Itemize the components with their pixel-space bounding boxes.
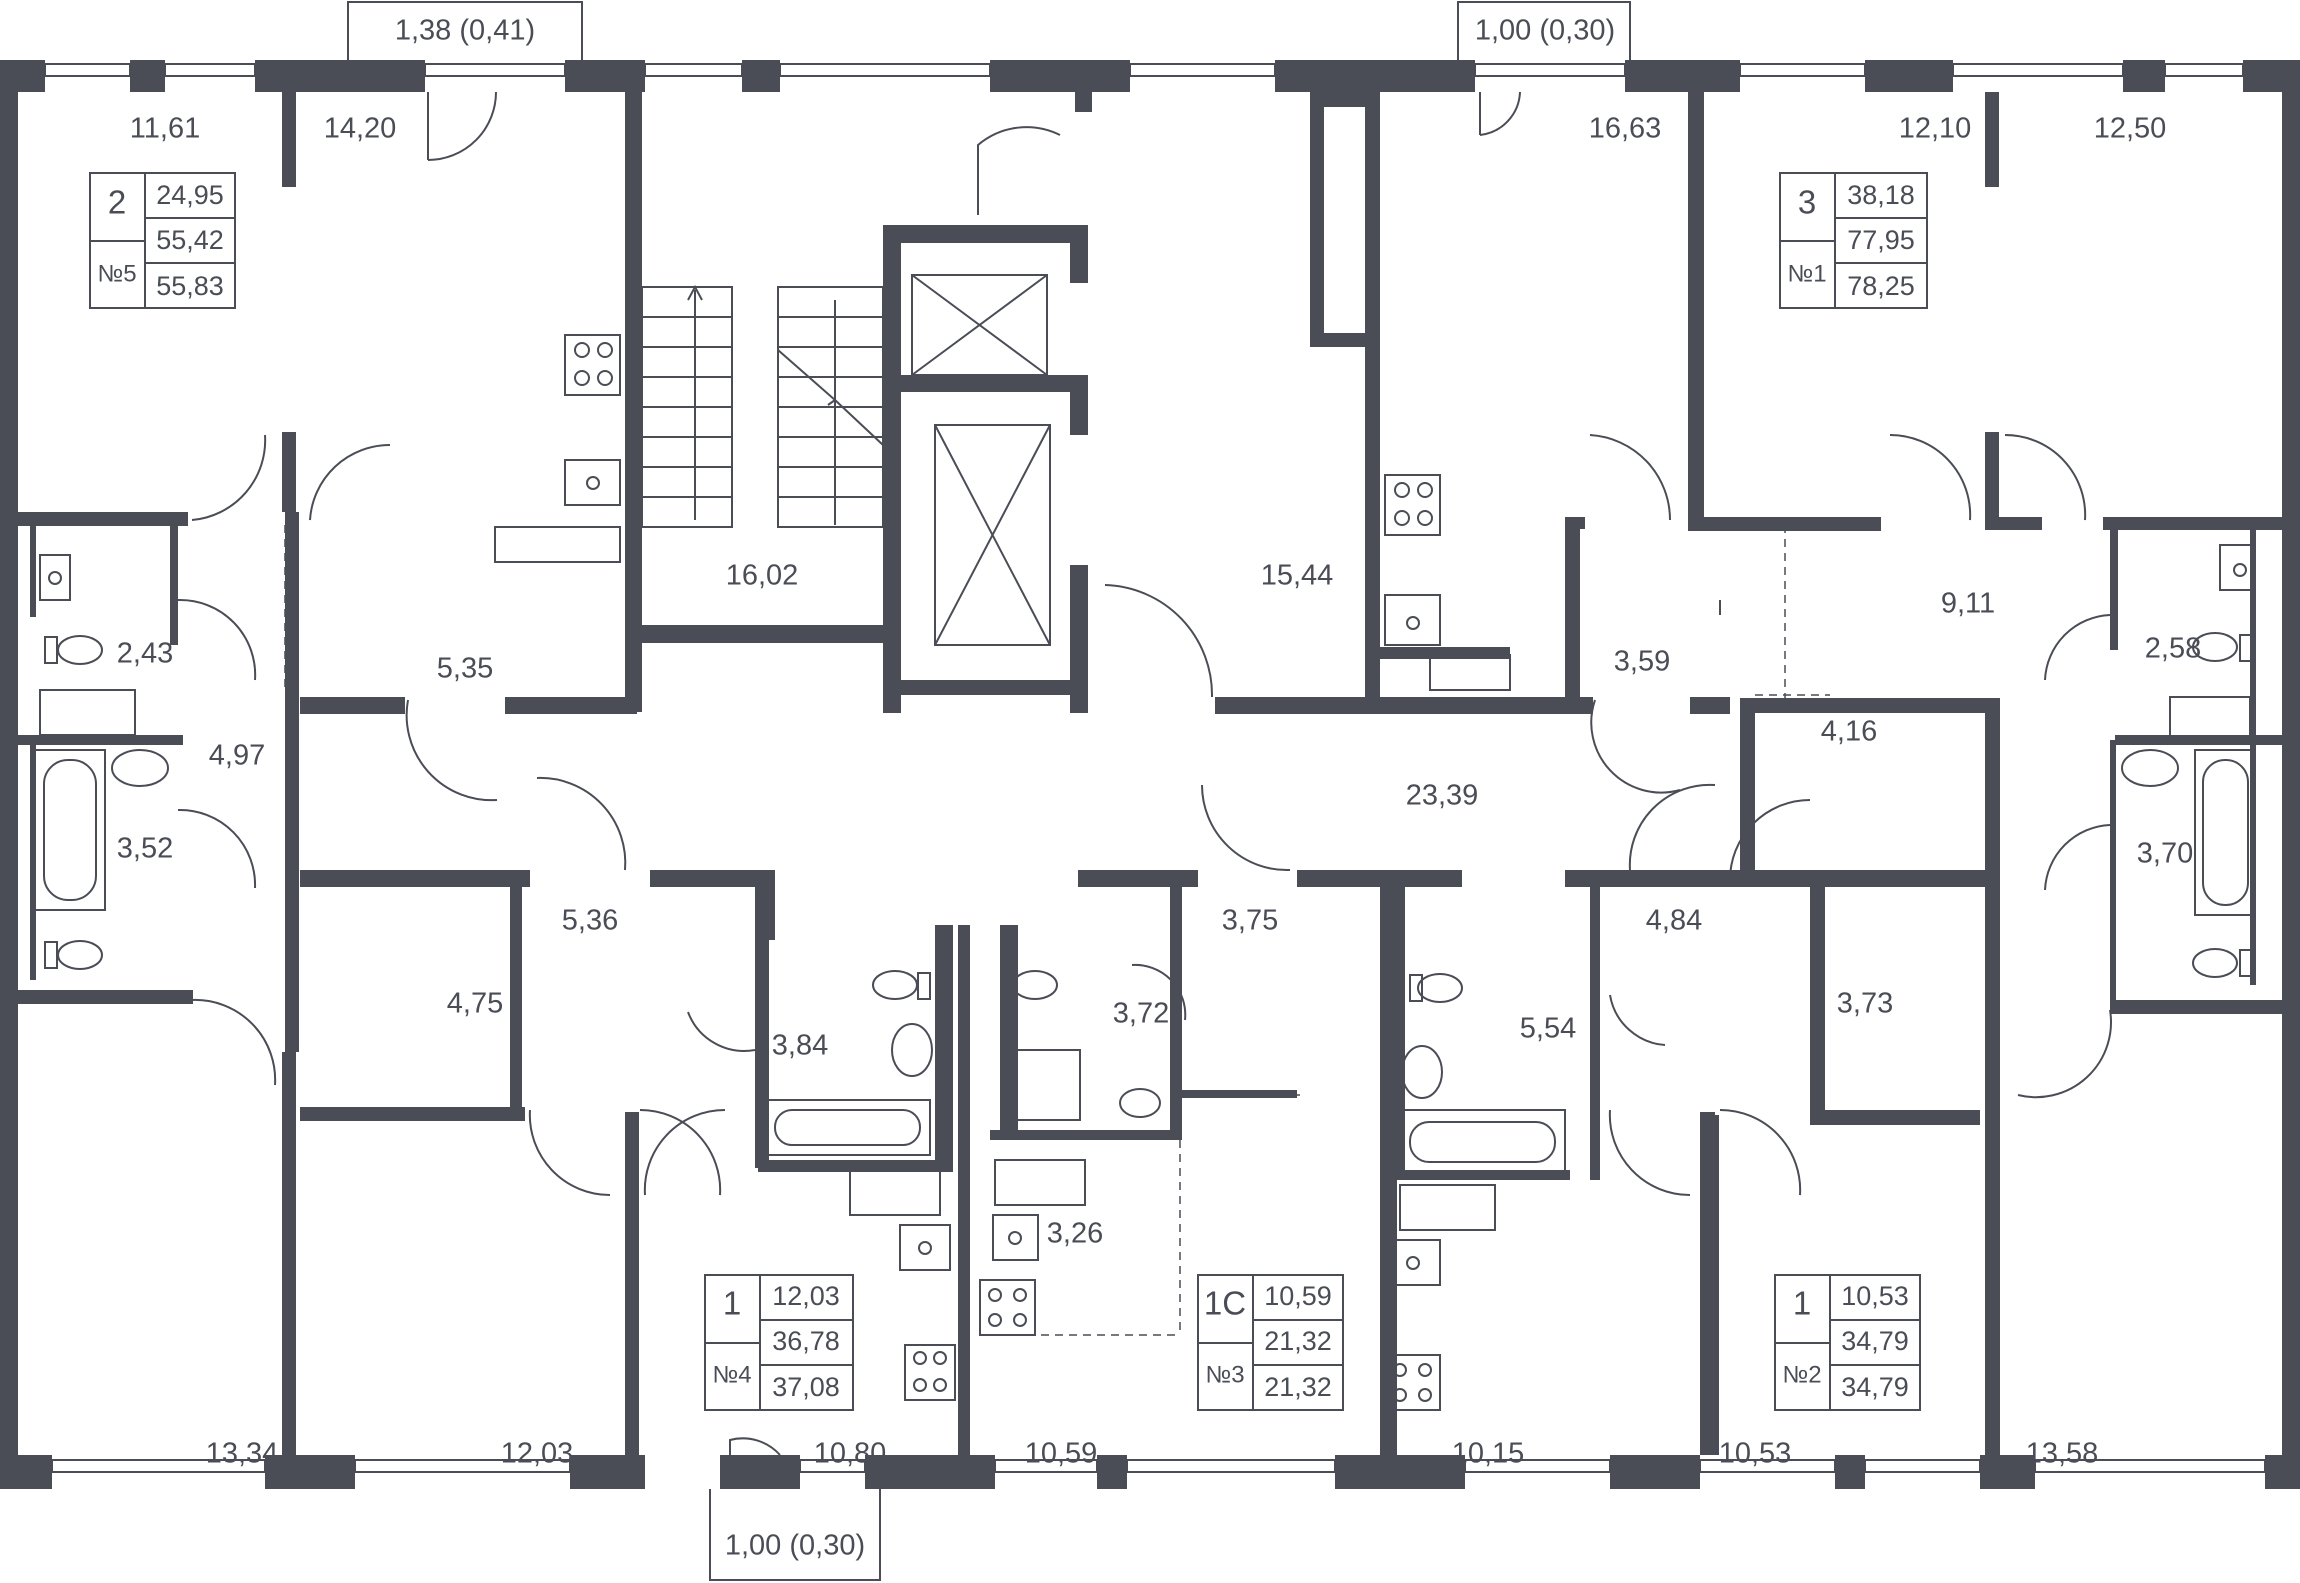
room-area-label: 3,52 — [117, 833, 173, 865]
room-area-label: 3,75 — [1222, 905, 1278, 937]
apartment-living-area: 12,03 — [772, 1281, 840, 1311]
fixtures — [34, 334, 2256, 1411]
room-area-label: 12,03 — [501, 1438, 574, 1470]
balcony-label: 1,38 (0,41) — [395, 15, 535, 47]
room-area-label: 3,70 — [2137, 838, 2193, 870]
room-area-label: 3,73 — [1837, 988, 1893, 1020]
apartment-5: 2 №5 24,95 55,42 55,83 — [97, 180, 223, 301]
apartment-total-area-with-balcony: 55,83 — [156, 271, 224, 301]
apartment-total-area-with-balcony: 34,79 — [1841, 1372, 1909, 1402]
room-area-label: 16,63 — [1589, 113, 1662, 145]
room-area-label: 12,50 — [2094, 113, 2167, 145]
room-area-label: 4,16 — [1821, 716, 1877, 748]
apartment-living-area: 24,95 — [156, 180, 224, 210]
apartment-rooms-count: 1С — [1204, 1285, 1246, 1322]
doors — [177, 91, 2112, 1456]
apartment-total-area: 55,42 — [156, 225, 224, 255]
room-area-label: 3,72 — [1113, 998, 1169, 1030]
apartment-4: 1 №4 12,03 36,78 37,08 — [712, 1281, 839, 1402]
elevators — [911, 274, 1051, 646]
apartment-living-area: 10,59 — [1264, 1281, 1332, 1311]
room-area-label: 5,36 — [562, 905, 618, 937]
apartment-number: №4 — [712, 1361, 751, 1388]
room-area-label: 14,20 — [324, 113, 397, 145]
room-area-label: 3,84 — [772, 1030, 828, 1062]
room-area-label: 4,75 — [447, 988, 503, 1020]
apartment-3: 1С №3 10,59 21,32 21,32 — [1204, 1281, 1332, 1402]
apartment-rooms-count: 1 — [1793, 1285, 1811, 1322]
apartment-number: №3 — [1205, 1361, 1244, 1388]
windows — [44, 63, 2266, 1473]
room-labels: 11,61 14,20 16,02 15,44 16,63 12,10 12,5… — [117, 113, 2201, 1470]
room-area-label: 10,15 — [1452, 1438, 1525, 1470]
apartment-rooms-count: 3 — [1798, 184, 1816, 221]
room-area-label: 13,58 — [2026, 1438, 2099, 1470]
zone-dividers — [284, 525, 1830, 1336]
balcony-label: 1,00 (0,30) — [725, 1530, 865, 1562]
room-area-label: 4,97 — [209, 740, 265, 772]
room-area-label: 10,53 — [1719, 1438, 1792, 1470]
room-area-label: 3,59 — [1614, 646, 1670, 678]
room-area-label: 12,10 — [1899, 113, 1972, 145]
apartment-total-area-with-balcony: 37,08 — [772, 1372, 840, 1402]
room-area-label: 5,35 — [437, 653, 493, 685]
apartment-number: №1 — [1787, 260, 1826, 287]
apartment-total-area-with-balcony: 21,32 — [1264, 1372, 1332, 1402]
room-area-label: 2,58 — [2145, 633, 2201, 665]
room-area-label: 9,11 — [1941, 588, 1995, 620]
apartment-rooms-count: 1 — [723, 1285, 741, 1322]
room-area-label: 5,54 — [1520, 1013, 1576, 1045]
room-area-label: 4,84 — [1646, 905, 1702, 937]
apartment-total-area: 34,79 — [1841, 1326, 1909, 1356]
room-area-label: 3,26 — [1047, 1218, 1103, 1250]
room-area-label: 11,61 — [130, 113, 200, 145]
apartment-total-area: 21,32 — [1264, 1326, 1332, 1356]
room-area-label: 13,34 — [206, 1438, 279, 1470]
walls — [0, 60, 2300, 1489]
apartment-total-area: 77,95 — [1847, 225, 1915, 255]
room-area-label: 23,39 — [1406, 780, 1479, 812]
apartment-1: 3 №1 38,18 77,95 78,25 — [1787, 180, 1914, 301]
apartment-living-area: 38,18 — [1847, 180, 1915, 210]
room-area-label: 10,59 — [1025, 1438, 1098, 1470]
balcony-label: 1,00 (0,30) — [1475, 15, 1615, 47]
apartment-living-area: 10,53 — [1841, 1281, 1909, 1311]
room-area-label: 10,80 — [814, 1438, 887, 1470]
apartment-number: №2 — [1782, 1361, 1821, 1388]
room-area-label: 15,44 — [1261, 560, 1334, 592]
apartment-total-area-with-balcony: 78,25 — [1847, 271, 1915, 301]
balcony-labels: 1,38 (0,41) 1,00 (0,30) 1,00 (0,30) — [395, 15, 1615, 1562]
apartment-total-area: 36,78 — [772, 1326, 840, 1356]
apartment-tables — [89, 172, 1928, 1411]
apartment-2: 1 №2 10,53 34,79 34,79 — [1782, 1281, 1908, 1402]
apartment-number: №5 — [97, 260, 136, 287]
room-area-label: 2,43 — [117, 638, 173, 670]
apartment-rooms-count: 2 — [108, 184, 126, 221]
stairs — [641, 284, 884, 528]
balconies — [347, 1, 1631, 1581]
room-area-label: 16,02 — [726, 560, 799, 592]
